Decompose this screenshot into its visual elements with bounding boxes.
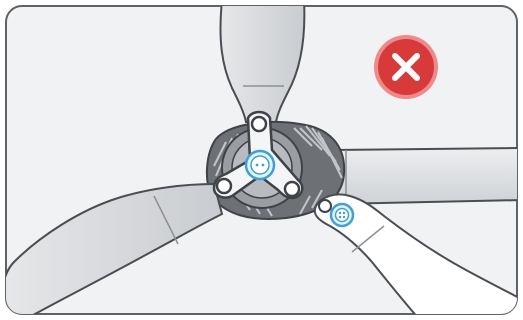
- propeller-blade-left: [6, 182, 224, 314]
- motor-arm: [328, 146, 517, 206]
- detached-blade-edge: [351, 225, 385, 253]
- blade-left-edge: [153, 195, 179, 245]
- close-icon: [392, 53, 420, 81]
- propeller-blade-detached: [313, 193, 517, 314]
- detached-blade-button: [329, 202, 355, 228]
- hub-release-button: [244, 149, 276, 181]
- incorrect-badge: [374, 35, 438, 99]
- detached-blade-hole: [318, 199, 332, 213]
